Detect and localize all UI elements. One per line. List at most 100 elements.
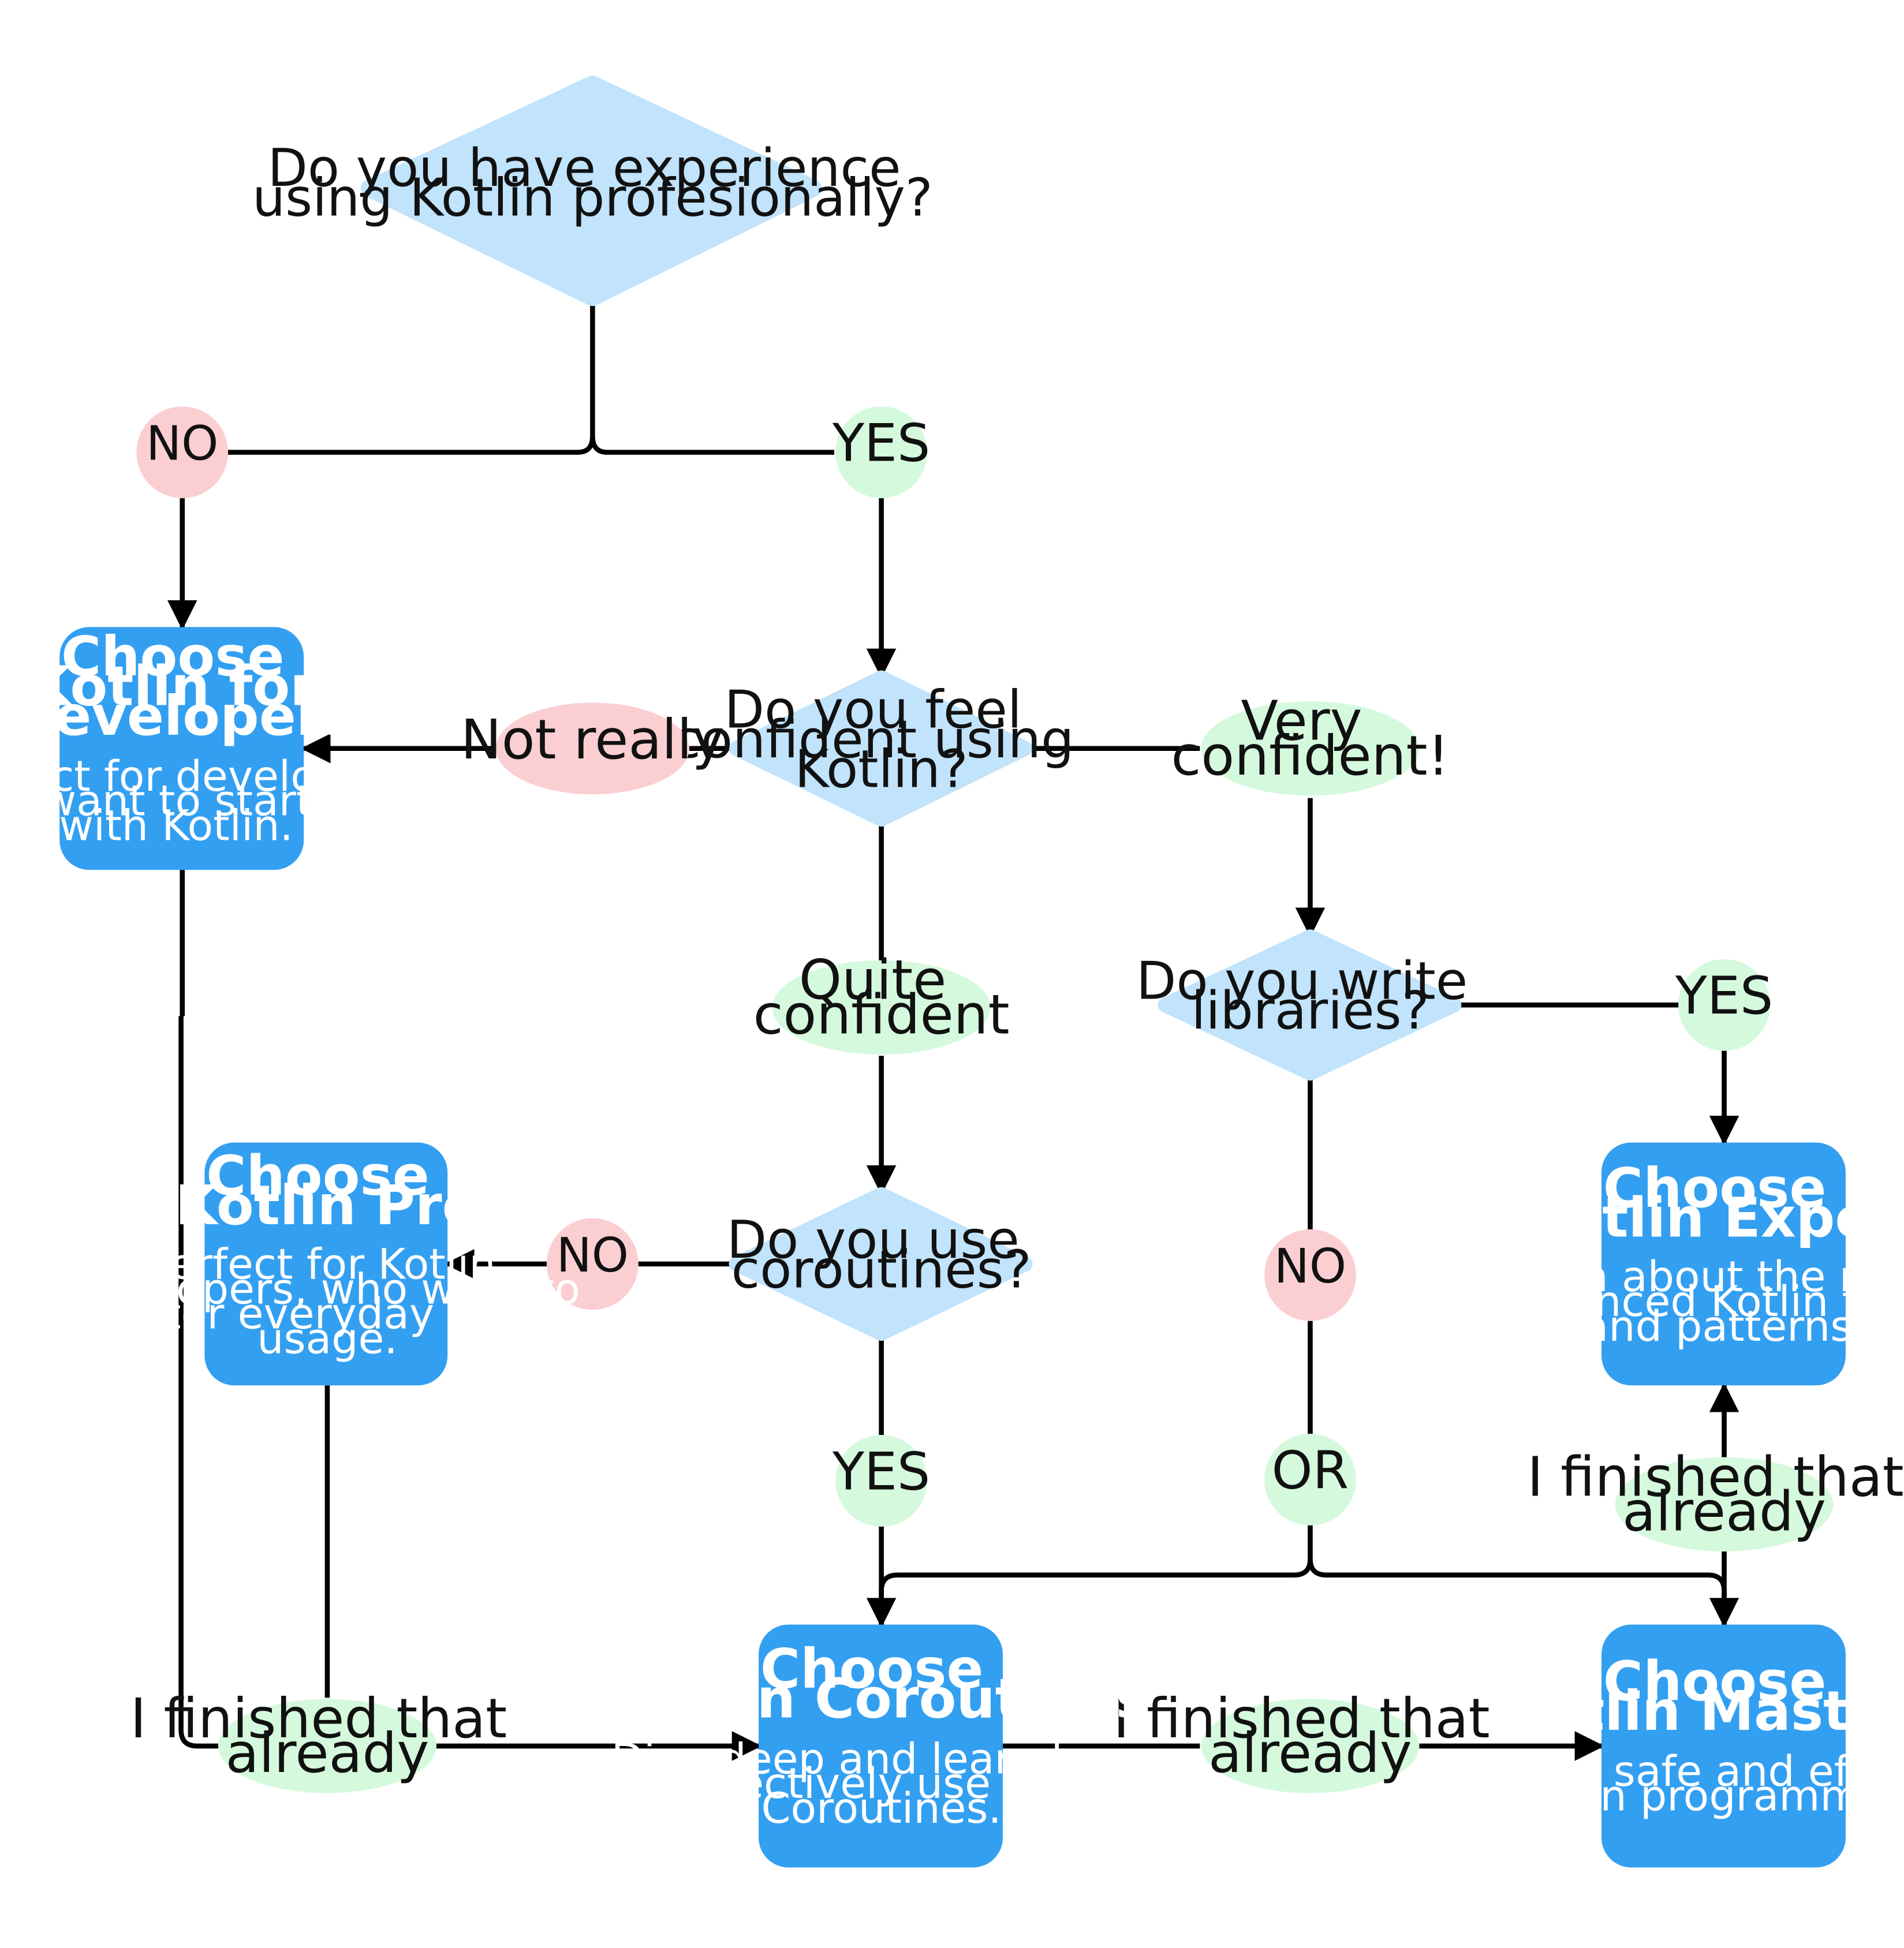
label-yes-libraries-text: YES (1675, 966, 1773, 1026)
course-developers-title-3: Developers (9, 685, 356, 748)
course-mastery-title-2: Kotlin Mastery (1500, 1680, 1904, 1743)
svg-text:Perfect for Kotlin devel: Perfect for Kotlin developers, who want … (61, 1240, 594, 1364)
svg-text:Choose Kotlin Expert: Choose Kotlin Expert (1524, 1157, 1904, 1250)
label-very-confident-line-1: Very (1241, 690, 1362, 753)
course-coroutines-title-1: Choose (760, 1637, 984, 1701)
label-finished-mid: I finished that already (1113, 1687, 1507, 1793)
decision-confident: Do you feel confident using Kotlin? (672, 670, 1091, 827)
label-no-coroutines-text: NO (557, 1228, 629, 1283)
svg-text:Master safe and efficient: Master safe and efficient Kotlin program… (1456, 1747, 1904, 1821)
course-developers-desc-1: Perfect for developers (0, 752, 408, 801)
course-kotlin-expert[interactable]: Choose Kotlin Expert Learn about the mos… (1491, 1142, 1904, 1386)
course-developers-desc-2: who want to start well (0, 777, 410, 826)
label-no-top-text: NO (146, 417, 218, 472)
svg-text:Choose Kotlin for: Choose Kotlin for Developers (9, 625, 356, 748)
course-pro-title-1: Choose (206, 1145, 430, 1208)
decision-libraries-line-2: libraries? (1191, 981, 1429, 1041)
svg-text:Do you write libraries?: Do you write libraries? (1136, 951, 1484, 1041)
decision-libraries-line-1: Do you write (1136, 951, 1468, 1011)
course-kotlin-mastery[interactable]: Choose Kotlin Mastery Master safe and ef… (1456, 1624, 1904, 1868)
label-finished-mid-line-2: already (1208, 1722, 1412, 1785)
label-quite-confident-line-2: confident (753, 984, 1010, 1047)
label-yes-libraries: YES (1675, 959, 1773, 1051)
label-quite-confident: Quite confident (753, 948, 1010, 1055)
course-coroutines-desc-3: Coroutines. (761, 1784, 1002, 1833)
label-yes-coroutines-text: YES (832, 1442, 930, 1502)
label-finished-left-line-1: I finished that (130, 1687, 507, 1751)
decision-confident-line-1: Do you feel (725, 679, 1022, 740)
label-very-confident-line-2: confident! (1171, 724, 1450, 788)
svg-text:Choose Kotlin Mastery: Choose Kotlin Mastery (1500, 1650, 1904, 1744)
course-coroutines-title-2: Kotlin Coroutines (614, 1667, 1148, 1731)
svg-text:Do you have experience u: Do you have experience using Kotlin prof… (252, 138, 933, 229)
course-pro-desc-2: developers, who want to (61, 1265, 580, 1314)
course-expert-title-2: Kotlin Expert (1524, 1187, 1904, 1250)
label-or-text: OR (1272, 1440, 1349, 1501)
svg-text:Choose Kotlin Coroutines: Choose Kotlin Coroutines (614, 1637, 1148, 1731)
label-not-really: Not really (461, 702, 725, 795)
course-developers-desc-3: with Kotlin. (59, 802, 293, 851)
label-no-libraries-text: NO (1274, 1239, 1346, 1294)
label-quite-confident-line-1: Quite (799, 948, 947, 1012)
svg-text:Do you use coroutines?: Do you use coroutines? (727, 1210, 1036, 1300)
label-finished-expert: I finished that already (1527, 1445, 1904, 1551)
svg-text:Quite confident: Quite confident (753, 948, 1010, 1046)
course-coroutines-desc-2: to effectively use Kotlin (627, 1759, 1122, 1808)
decision-experience-line-1: Do you have experience (267, 138, 901, 199)
course-expert-desc-3: and patterns. (1583, 1302, 1866, 1351)
course-pro-title-2: Kotlin Pro (175, 1174, 479, 1237)
connector-or-to-mastery (1308, 1558, 1739, 1628)
svg-text:Do you feel confident us: Do you feel confident using Kotlin? (672, 679, 1091, 799)
svg-text:I finished that already: I finished that already (1113, 1687, 1507, 1785)
decision-experience-line-2: using Kotlin profesionally? (252, 168, 933, 229)
label-finished-left: I finished that already (130, 1687, 524, 1793)
label-no-top: NO (136, 406, 229, 499)
course-mastery-desc-2: Kotlin programming. (1509, 1772, 1904, 1821)
course-kotlin-for-developers[interactable]: Choose Kotlin for Developers Perfect for… (0, 625, 423, 870)
course-coroutines-desc-1: Dive deep and learn how (611, 1734, 1138, 1784)
connector-experience-split (227, 297, 835, 455)
label-yes-top: YES (832, 406, 930, 499)
label-very-confident: Very confident! (1171, 690, 1450, 796)
decision-coroutines-line-2: coroutines? (731, 1240, 1032, 1300)
svg-text:Perfect for developers w: Perfect for developers who want to start… (0, 752, 423, 851)
decision-confident-line-3: Kotlin? (795, 739, 968, 799)
svg-text:Learn about the most adv: Learn about the most advanced Kotlin too… (1491, 1252, 1904, 1351)
decision-libraries: Do you write libraries? (1136, 929, 1484, 1081)
label-yes-top-text: YES (832, 413, 930, 474)
label-no-libraries: NO (1264, 1229, 1356, 1321)
label-finished-left-line-2: already (226, 1722, 430, 1785)
label-finished-expert-line-1: I finished that (1527, 1445, 1903, 1509)
course-mastery-desc-1: Master safe and efficient (1456, 1747, 1904, 1796)
svg-text:Dive deep and learn how: Dive deep and learn how to effectively u… (611, 1734, 1152, 1833)
connector-developers-to-finished (178, 870, 219, 1749)
decision-coroutines: Do you use coroutines? (727, 1187, 1036, 1341)
connector-or-to-coroutines (866, 1524, 1313, 1628)
decision-experience: Do you have experience using Kotlin prof… (252, 75, 933, 306)
course-expert-desc-1: Learn about the most (1491, 1252, 1904, 1302)
course-expert-title-1: Choose (1603, 1157, 1827, 1220)
course-pro-desc-3: master everyday Kotlin (76, 1290, 566, 1339)
course-kotlin-coroutines[interactable]: Choose Kotlin Coroutines Dive deep and l… (611, 1624, 1152, 1868)
svg-text:I finished that already: I finished that already (1527, 1445, 1904, 1543)
connectors (167, 297, 1739, 1761)
svg-text:Choose Kotlin Pro: Choose Kotlin Pro (175, 1145, 479, 1238)
svg-text:I finished that already: I finished that already (130, 1687, 524, 1785)
label-not-really-text: Not really (461, 708, 725, 772)
label-or: OR (1264, 1434, 1356, 1526)
decision-coroutines-line-1: Do you use (727, 1210, 1020, 1270)
label-finished-mid-line-1: I finished that (1113, 1687, 1489, 1751)
decision-confident-line-2: confident using (672, 709, 1074, 770)
label-no-coroutines: NO (546, 1218, 639, 1310)
svg-text:Very confident!: Very confident! (1171, 690, 1450, 788)
course-developers-title-1: Choose (61, 625, 285, 689)
course-pro-desc-1: Perfect for Kotlin (145, 1240, 496, 1289)
course-expert-desc-2: advanced Kotlin tools (1491, 1277, 1904, 1326)
course-developers-title-2: Kotlin for (29, 655, 317, 719)
course-mastery-title-1: Choose (1603, 1650, 1827, 1714)
label-yes-coroutines: YES (832, 1435, 930, 1527)
course-pro-desc-4: usage. (257, 1314, 397, 1363)
course-kotlin-pro[interactable]: Choose Kotlin Pro Perfect for Kotlin dev… (61, 1142, 594, 1386)
label-finished-expert-line-2: already (1622, 1480, 1826, 1543)
